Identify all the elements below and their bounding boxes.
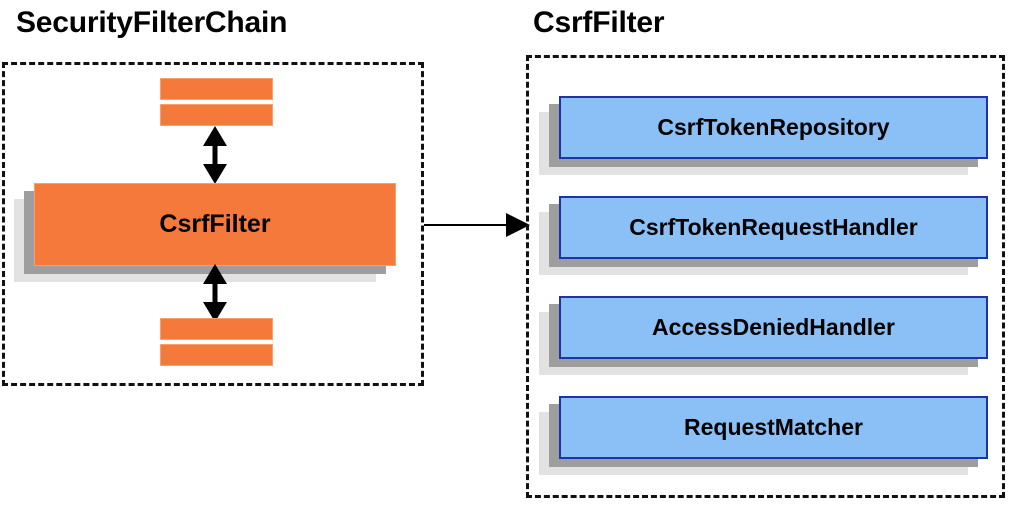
connector-expand bbox=[424, 212, 530, 238]
card-face: CsrfTokenRepository bbox=[559, 96, 988, 159]
group-box-csrf-filter bbox=[526, 55, 1005, 498]
card-request-matcher[interactable]: RequestMatcher bbox=[539, 396, 988, 475]
filter-stripe-above-2 bbox=[160, 104, 273, 126]
card-csrf-filter[interactable]: CsrfFilter bbox=[14, 183, 396, 282]
card-face: RequestMatcher bbox=[559, 396, 988, 459]
card-access-denied-handler[interactable]: AccessDeniedHandler bbox=[539, 296, 988, 375]
filter-stripe-below-1 bbox=[160, 318, 273, 340]
card-csrf-token-request-handler[interactable]: CsrfTokenRequestHandler bbox=[539, 196, 988, 275]
card-label-request-matcher: RequestMatcher bbox=[684, 414, 863, 440]
card-face: AccessDeniedHandler bbox=[559, 296, 988, 359]
panel-title-csrf-filter: CsrfFilter bbox=[533, 6, 665, 39]
card-label-csrf-token-repository: CsrfTokenRepository bbox=[657, 114, 890, 140]
connector-chain-up bbox=[200, 126, 230, 184]
filter-stripe-above-1 bbox=[160, 78, 273, 100]
card-face: CsrfFilter bbox=[34, 183, 396, 266]
panel-title-security-filter-chain: SecurityFilterChain bbox=[16, 6, 288, 39]
card-label-csrf-filter: CsrfFilter bbox=[159, 210, 271, 238]
group-box-security-filter-chain bbox=[2, 62, 424, 386]
card-label-access-denied-handler: AccessDeniedHandler bbox=[652, 314, 895, 340]
card-label-csrf-token-request-handler: CsrfTokenRequestHandler bbox=[629, 214, 918, 240]
card-face: CsrfTokenRequestHandler bbox=[559, 196, 988, 259]
card-csrf-token-repository[interactable]: CsrfTokenRepository bbox=[539, 96, 988, 175]
filter-stripe-below-2 bbox=[160, 344, 273, 366]
connector-chain-down bbox=[200, 264, 230, 322]
